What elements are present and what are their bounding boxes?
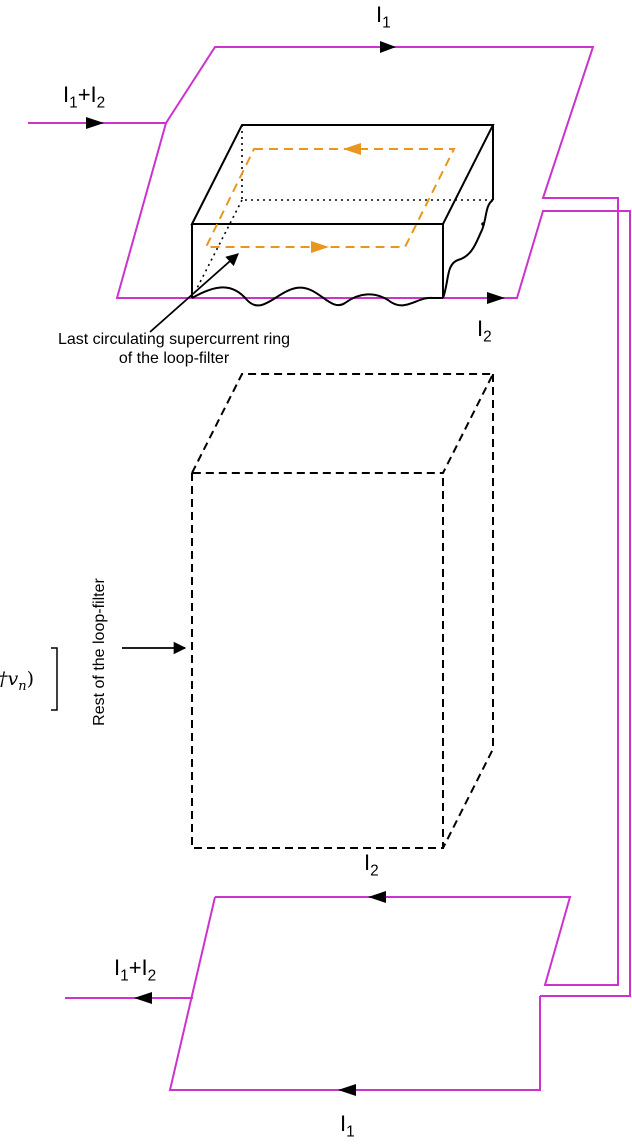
arrow-top-i2 [487, 292, 505, 304]
top-current-i2-label: I2 [477, 316, 492, 346]
arrow-top-input [86, 117, 104, 129]
ring-caption: Last circulating supercurrent ring of th… [14, 332, 334, 367]
bottom-current-i1-label: I1 [340, 1111, 355, 1141]
last-ring-hidden-edges [191, 125, 493, 299]
cropped-math-expression: †vn) [0, 668, 35, 694]
ring-pointer-arrow [149, 253, 239, 333]
edge-point [481, 222, 485, 226]
rest-block [190, 373, 495, 849]
rest-caption: Rest of the loop-filter [91, 578, 108, 726]
arrow-bottom-i1 [338, 1084, 356, 1096]
bottom-block-i2-label: I2 [364, 850, 379, 880]
arrow-bottom-output [134, 992, 152, 1004]
cropped-bracket [51, 647, 58, 711]
ring-arrow-top [343, 143, 361, 155]
top-conductor-plate [28, 46, 631, 997]
ring-caption-line1: Last circulating supercurrent ring [57, 331, 291, 348]
arrow-bottom-i2 [368, 891, 386, 903]
bottom-conductor-plate [65, 896, 541, 1091]
last-ring-block [190, 124, 495, 307]
ring-arrow-bottom [311, 241, 329, 253]
ring-caption-line2: of the loop-filter [118, 350, 230, 367]
supercurrent-ring [204, 148, 456, 248]
top-current-i1-label: I1 [376, 2, 391, 32]
top-input-current-label: I1+I2 [63, 82, 106, 112]
arrow-top-i1 [380, 41, 396, 53]
bottom-output-current-label: I1+I2 [114, 955, 157, 985]
